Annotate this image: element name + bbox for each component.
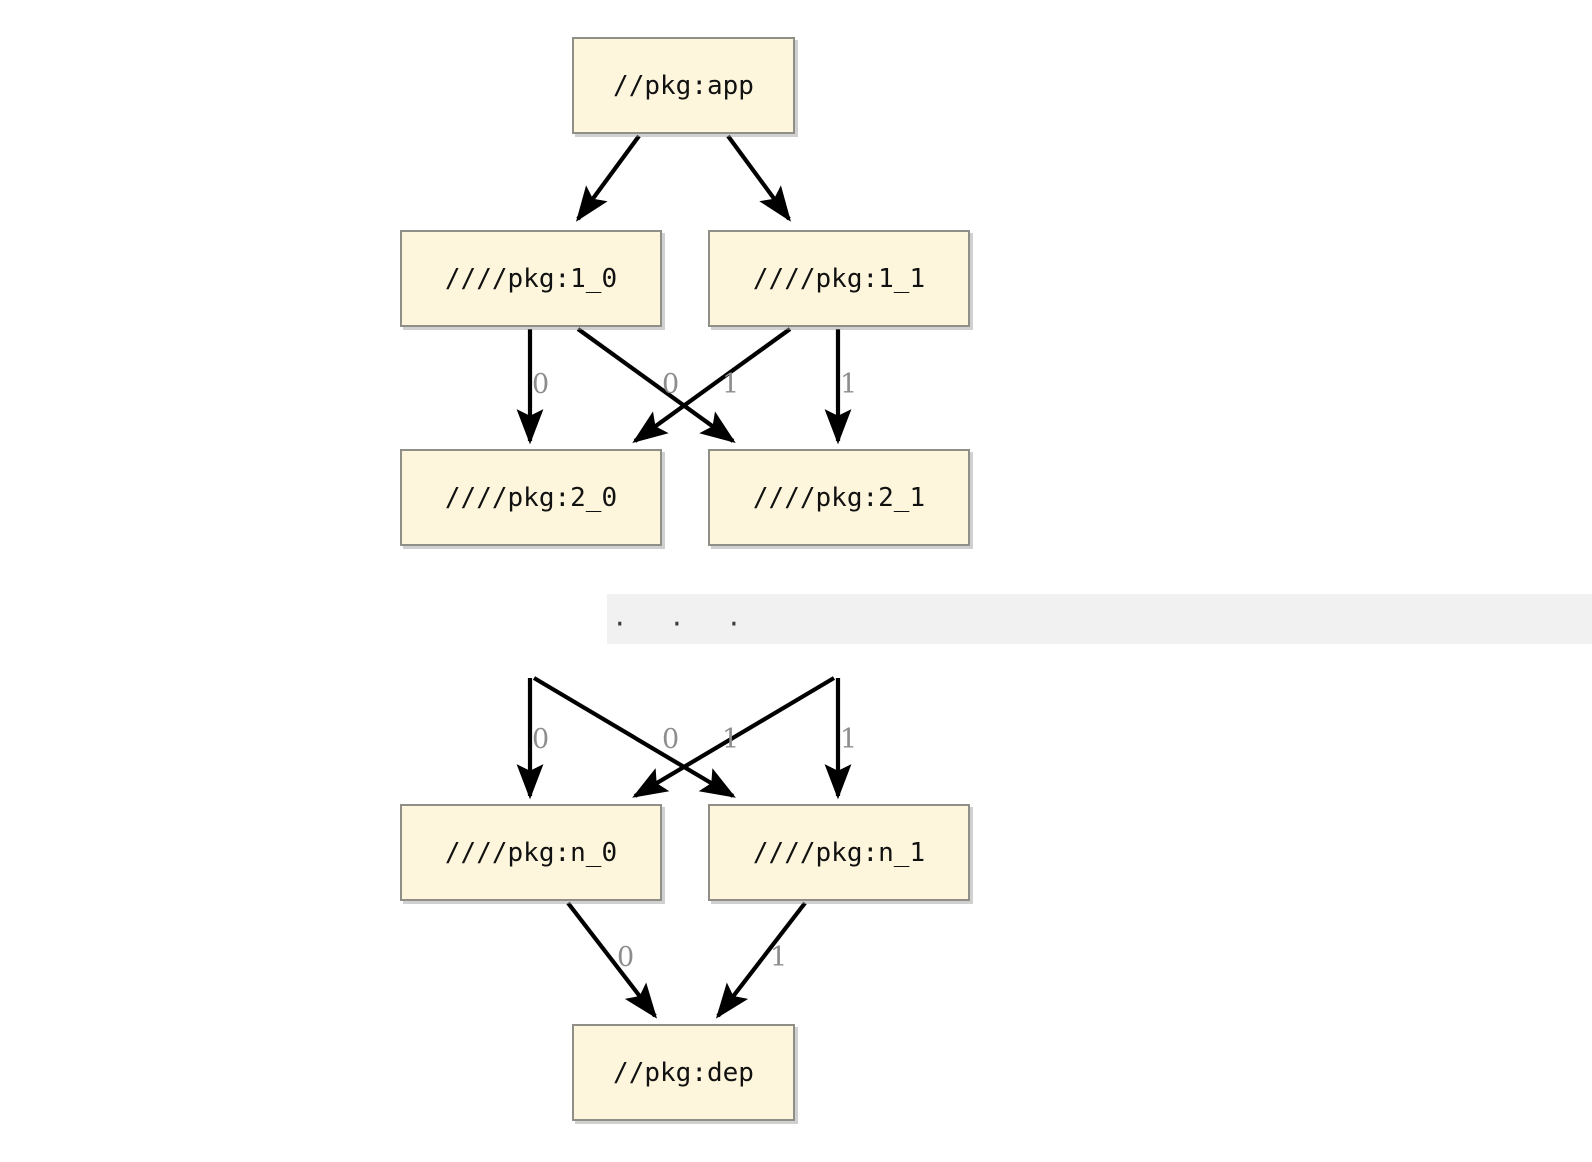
edge-label-1_1-2_1: 1 <box>840 369 858 400</box>
edge-label-n_0-dep: 0 <box>617 942 635 973</box>
edge-truncated0-to-n_1 <box>532 676 736 798</box>
edge-1_0-to-2_1 <box>576 327 736 443</box>
node-label: ////pkg:2_1 <box>752 482 926 513</box>
edge-label-n_1-dep: 1 <box>770 942 788 973</box>
truncation-band: · · · <box>607 594 1592 644</box>
node-label: //pkg:app <box>613 70 754 101</box>
edge-app-to-1_0 <box>576 134 641 222</box>
node-pkg-app[interactable]: //pkg:app <box>572 37 795 134</box>
edge-1_1-to-2_0 <box>632 327 792 443</box>
node-pkg-n_0[interactable]: ////pkg:n_0 <box>400 804 662 901</box>
edge-label-truncated1-n_1: 1 <box>840 724 858 755</box>
edge-label-1_0-2_1: 0 <box>662 369 680 400</box>
edge-n_1-to-dep <box>715 901 807 1019</box>
node-pkg-1_1[interactable]: ////pkg:1_1 <box>708 230 970 327</box>
node-pkg-2_1[interactable]: ////pkg:2_1 <box>708 449 970 546</box>
node-label: ////pkg:2_0 <box>444 482 618 513</box>
node-label: ////pkg:1_0 <box>444 263 618 294</box>
node-label: ////pkg:n_0 <box>444 837 618 868</box>
node-label: //pkg:dep <box>613 1057 754 1088</box>
edge-label-1_0-2_0: 0 <box>532 369 550 400</box>
node-pkg-n_1[interactable]: ////pkg:n_1 <box>708 804 970 901</box>
node-pkg-2_0[interactable]: ////pkg:2_0 <box>400 449 662 546</box>
edge-label-1_1-2_0: 1 <box>722 369 740 400</box>
ellipsis-dots: · · · <box>615 607 758 642</box>
edge-n_0-to-dep <box>566 901 658 1019</box>
node-label: ////pkg:1_1 <box>752 263 926 294</box>
node-pkg-dep[interactable]: //pkg:dep <box>572 1024 795 1121</box>
edge-label-truncated1-n_0: 1 <box>722 724 740 755</box>
edge-label-truncated0-n_1: 0 <box>662 724 680 755</box>
edge-truncated1-to-n_0 <box>632 676 836 798</box>
node-pkg-1_0[interactable]: ////pkg:1_0 <box>400 230 662 327</box>
edge-app-to-1_1 <box>726 134 791 222</box>
edge-label-truncated0-n_0: 0 <box>532 724 550 755</box>
node-label: ////pkg:n_1 <box>752 837 926 868</box>
